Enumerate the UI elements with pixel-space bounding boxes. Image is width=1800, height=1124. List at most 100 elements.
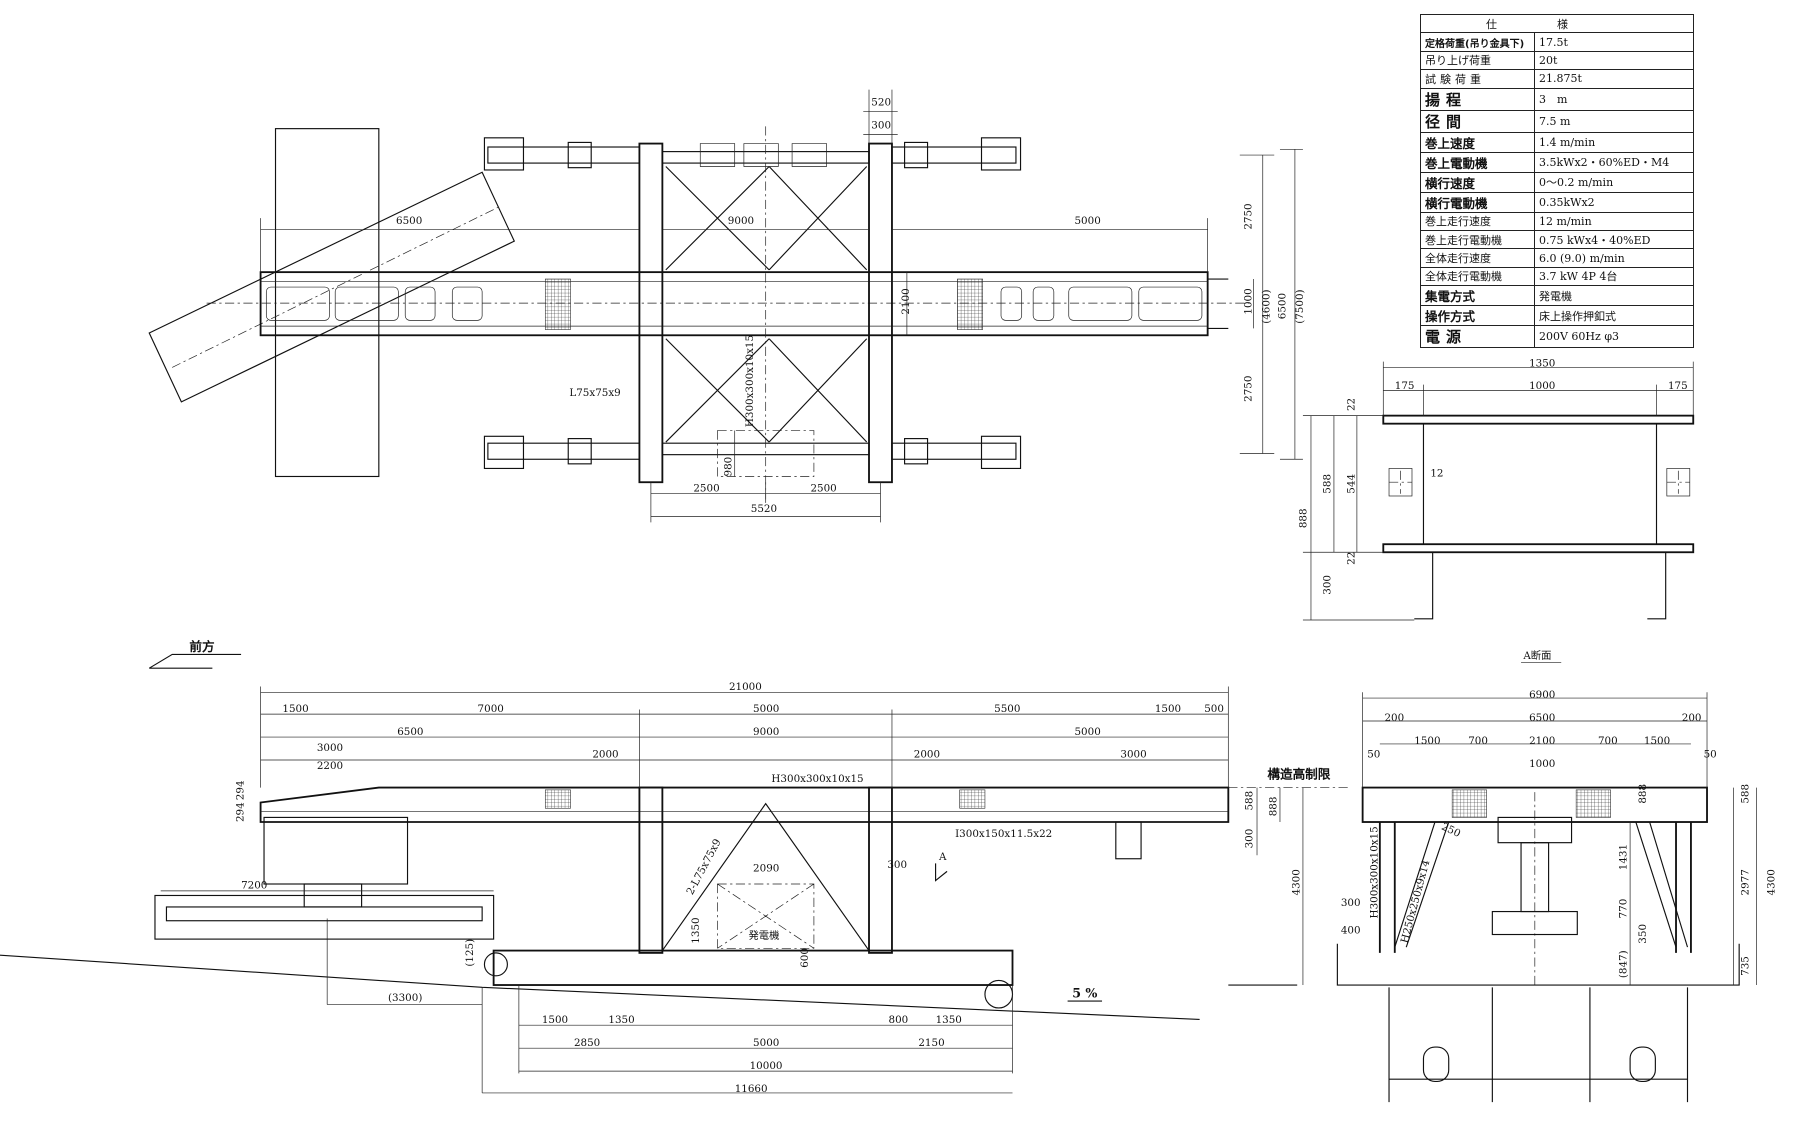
section-a-view: A断面 6900 200 6500 200 1500 700 2100 700 … [1336,649,1778,1103]
dim-label: 770 [1618,899,1630,919]
dim-label: 2100 [900,288,912,314]
spec-value: 7.5 m [1534,109,1694,133]
dim-label: 22 [1346,552,1358,565]
dim-label: 2750 [1242,203,1254,229]
dim-label: 11660 [735,1083,768,1095]
spec-value: 17.5t [1534,32,1694,52]
spec-value: 21.875t [1534,69,1694,89]
dim-label: 1500 [542,1014,568,1026]
dim-label: 12 [1430,467,1443,479]
spec-value: 200V 60Hz φ3 [1534,325,1694,349]
spec-value: 0.75 kWx4・40%ED [1534,229,1694,250]
dim-label: 2100 [1529,735,1555,747]
dim-label: 2850 [574,1037,600,1049]
dim-label: 294 [234,780,246,800]
dim-label: 2977 [1739,869,1751,895]
dim-label: 600 [799,948,811,968]
spec-value: 6.0 (9.0) m/min [1534,248,1694,268]
slope-label: 5 % [1072,986,1097,1001]
spec-value: 0〜0.2 m/min [1534,171,1694,193]
spec-value: 12 m/min [1534,211,1694,231]
spec-label: 集電方式 [1420,285,1535,307]
dim-label: 2200 [317,760,343,772]
dim-label: 588 [1739,784,1751,804]
dim-label: 2750 [1242,376,1254,402]
section-a-title: A断面 [1522,649,1551,662]
dim-label: (4600) [1261,289,1273,323]
dim-label: 294 [234,802,246,822]
spec-table-header: 仕様 [1420,13,1694,34]
dim-label: 1500 [1155,703,1181,715]
dim-label: (847) [1618,950,1630,978]
dim-label: 50 [1367,749,1380,761]
dim-label: 700 [1598,735,1618,747]
dim-label: 1350 [936,1014,962,1026]
spec-label: 巻上走行速度 [1420,211,1535,231]
spec-label: 電源 [1420,325,1535,349]
dim-label: 200 [1682,712,1702,724]
dim-label: 888 [1637,784,1649,804]
dim-label: 350 [1637,924,1649,944]
dim-label: 175 [1395,380,1415,392]
spec-row: 集電方式発電機 [1420,285,1694,307]
spec-row: 定格荷重(吊り金具下)17.5t [1420,32,1694,52]
spec-label: 全体走行速度 [1420,248,1535,268]
side-view: 前方 構造高制限 発電機 5 % A 21000 1500 7000 [0,639,1349,1095]
dim-label: 888 [1297,508,1309,528]
dim-label: 300 [871,120,891,132]
dim-label: 175 [1668,380,1688,392]
dim-label: 2500 [693,482,719,494]
dim-label: 7000 [478,703,504,715]
dim-label: 300 [1321,575,1333,595]
dim-label: 5500 [994,703,1020,715]
dim-label: 250 [1439,821,1462,840]
dim-label: 300 [887,859,907,871]
dim-label: 1431 [1618,844,1630,870]
dim-label: 300 [1243,829,1255,849]
dim-label: 5520 [751,503,777,515]
spec-label: 巻上走行電動機 [1420,229,1535,250]
dim-label: 3000 [1120,749,1146,761]
member-label: L75x75x9 [569,387,620,399]
spec-value: 3 m [1534,87,1694,111]
dim-label: 520 [871,97,891,109]
spec-value: 1.4 m/min [1534,131,1694,153]
dim-label: 3000 [317,742,343,754]
beam-cross-section: 1350 175 1000 175 22 588 544 12 888 22 3… [1297,357,1695,621]
spec-label: 試験荷重 [1420,69,1535,89]
dim-label: 5000 [1074,215,1100,227]
dim-label: 2000 [592,749,618,761]
dim-label: 6500 [396,215,422,227]
spec-value: 3.5kWx2・60%ED・M4 [1534,151,1694,173]
spec-value: 発電機 [1534,285,1694,307]
dim-label: 2090 [753,862,779,874]
dim-label: 4300 [1290,869,1302,895]
dim-label: (125) [464,939,476,967]
rotated-vehicle-outline [148,171,516,403]
dim-label: 2000 [914,749,940,761]
spec-label: 揚程 [1420,87,1535,111]
dim-label: 50 [1704,749,1717,761]
dim-label: 1350 [690,917,702,943]
dim-label: 6500 [1277,293,1289,319]
spec-value: 20t [1534,50,1694,71]
dim-label: 1500 [1644,735,1670,747]
generator-label: 発電機 [748,929,779,942]
dim-label: 735 [1739,956,1751,976]
dim-label: 4300 [1766,869,1778,895]
spec-label: 巻上電動機 [1420,151,1535,173]
spec-label: 定格荷重(吊り金具下) [1420,32,1535,52]
dim-label: 300 [1341,897,1361,909]
dim-label: 588 [1243,791,1255,811]
